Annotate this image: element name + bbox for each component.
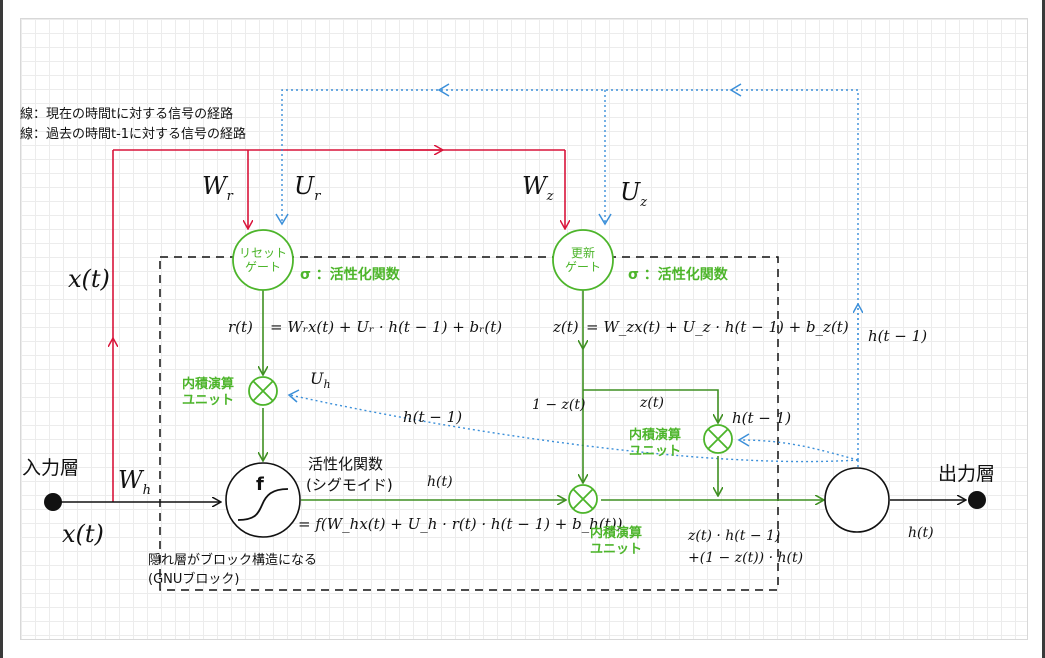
weight-wr: Wr [202,172,233,204]
update-gate-label: 更新 ゲート [564,246,601,274]
update-gate-circle [552,229,614,291]
black-io-paths [55,500,965,502]
inner-unit-1-label: 内積演算 ユニット [182,377,235,408]
h-prev-mid-label: h(t − 1) [403,408,463,426]
inner-unit-2-label: 内積演算 ユニット [590,526,643,557]
output-equation-line2: +(1 − z(t)) · h(t) [688,550,804,566]
h-t-out-label: h(t) [908,525,934,541]
h-equation: = f(W_hx(t) + U_h · r(t) · h(t − 1) + b_… [298,515,623,533]
inner-product-unit-2 [568,484,598,514]
r-label: r(t) [228,318,253,336]
weight-wh: Wh [118,466,152,498]
legend-past: 線：過去の時間t-1に対する信号の経路 [20,127,247,142]
z-label: z(t) [553,318,579,336]
window-edge-left [0,0,3,658]
output-equation-line1: z(t) · h(t − 1) [688,528,781,544]
legend-current: 線：現在の時間tに対する信号の経路 [20,107,234,122]
output-layer-label: 出力層 [938,463,996,485]
x-top-label: x(t) [68,265,110,293]
weight-ur: Ur [294,172,321,204]
window-edge-right [1042,0,1045,658]
weight-wz: Wz [522,172,554,204]
inner-product-unit-3 [703,424,733,454]
reset-gate-circle [232,229,294,291]
weight-uz: Uz [620,178,648,210]
h-prev-top-label: h(t − 1) [868,327,928,345]
hidden-note-1: 隠れ層がブロック構造になる [148,553,318,568]
weight-uh: Uh [310,369,331,392]
sigma-reset-label: σ ：活性化関数 [300,267,400,283]
grid-background [20,18,1028,640]
blue-recurrent-paths [281,89,858,470]
activation-node [225,462,301,538]
z-equation: = W_zx(t) + U_z · h(t − 1) + b_z(t) [586,318,849,336]
one-minus-z-label: 1 − z(t) [532,397,586,413]
x-bottom-label: x(t) [62,520,104,548]
r-equation: = Wᵣx(t) + Uᵣ · h(t − 1) + bᵣ(t) [270,318,503,336]
h-prev-right-label: h(t − 1) [732,409,792,427]
blue-arrowheads [275,83,750,447]
output-node-circle [824,467,890,533]
green-internal-paths [263,290,823,500]
output-node-dot [968,491,986,509]
hidden-note-2: (GNUブロック) [148,572,240,587]
z-branch-label: z(t) [640,395,664,411]
inner-product-unit-1 [248,376,278,406]
sigmoid-label: (シグモイド) [306,476,393,494]
red-input-paths [113,150,565,502]
inner-unit-3-label: 内積演算 ユニット [629,428,682,459]
sigmoid-curve-icon [237,488,289,521]
hidden-layer-block [159,256,779,591]
input-layer-label: 入力層 [22,457,80,479]
f-symbol: f [256,474,264,495]
input-node-dot [44,493,62,511]
sigma-update-label: σ ：活性化関数 [628,267,728,283]
activation-label: 活性化関数 [308,455,384,473]
reset-gate-label: リセット ゲート [238,246,287,274]
h-t-mid-label: h(t) [427,474,453,490]
